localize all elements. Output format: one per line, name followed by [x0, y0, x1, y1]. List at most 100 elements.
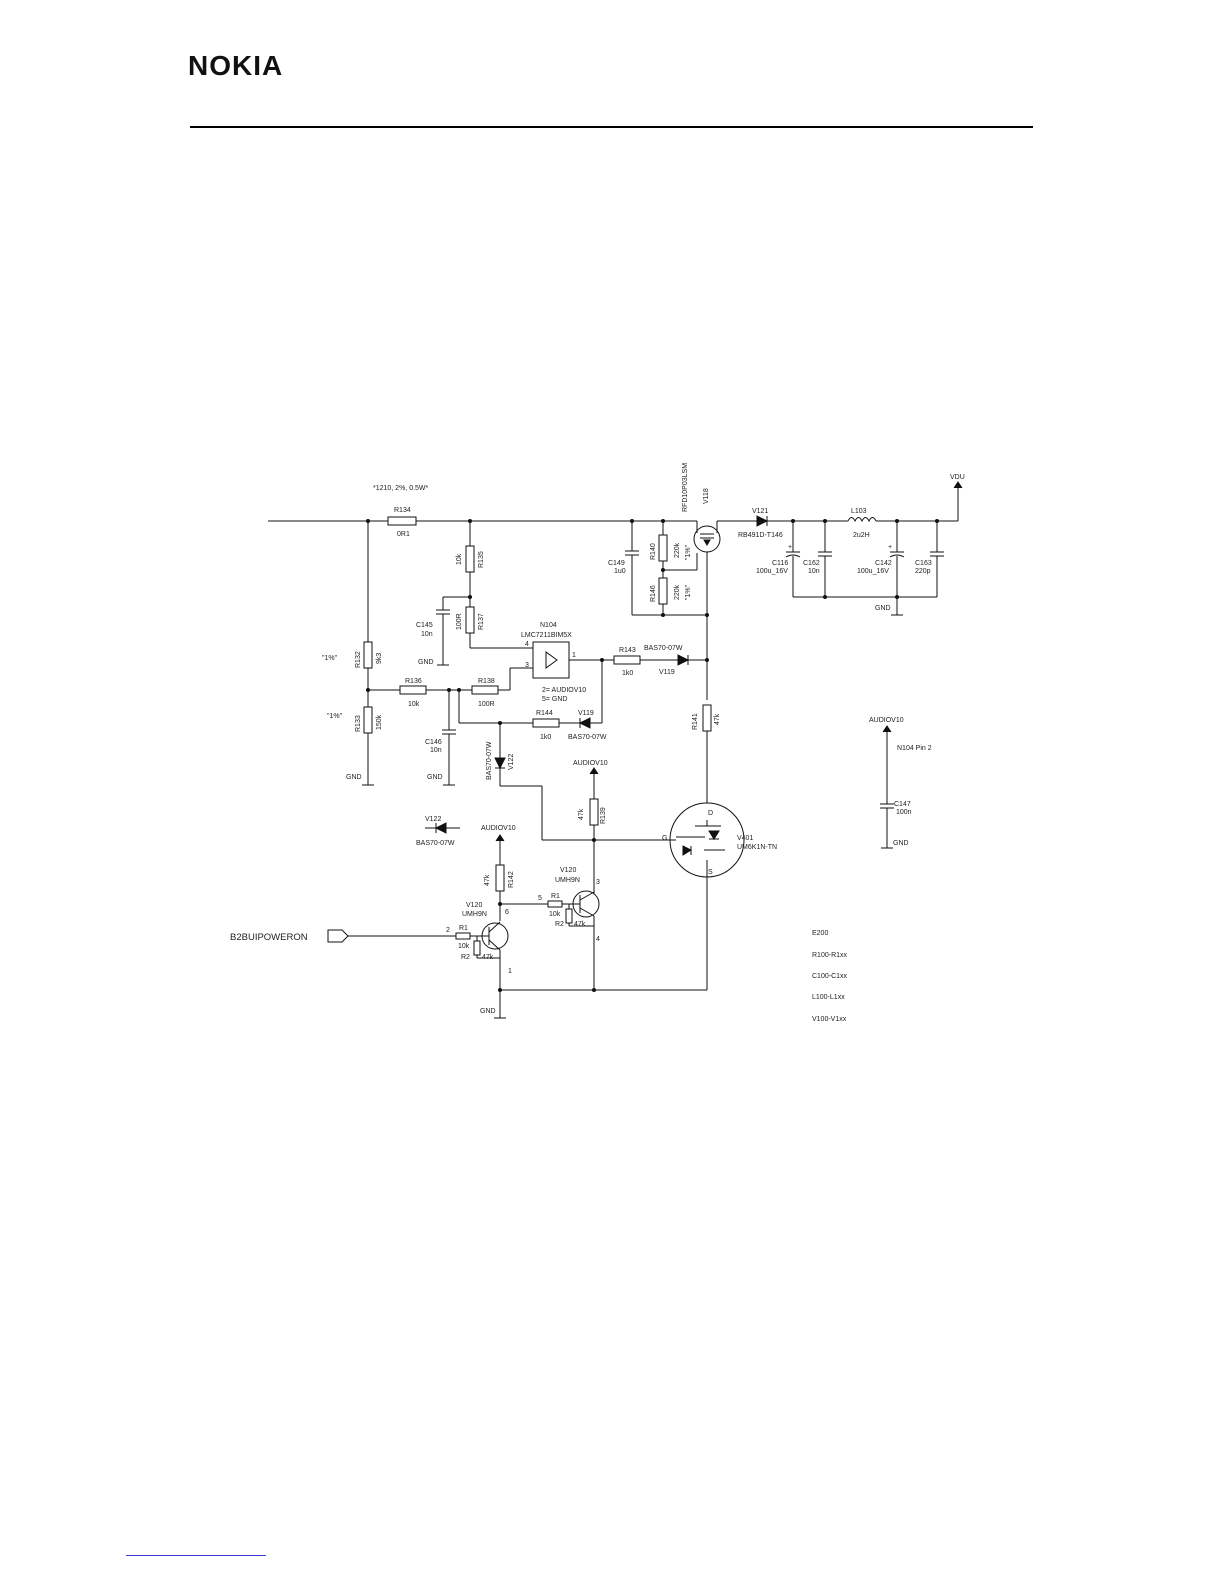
capacitor-c146 — [442, 690, 456, 786]
reference-legend: E200 R100-R1xx C100-C1xx L100-L1xx V100-… — [812, 930, 848, 1023]
legend-line-0: E200 — [812, 930, 828, 937]
v119a-value: BAS70-07W — [644, 645, 683, 652]
ground-bus — [498, 877, 708, 992]
v401-pin-s: S — [708, 869, 713, 876]
c142-ref: C142 — [875, 560, 892, 567]
r132-value: 9k3 — [376, 653, 383, 664]
v401-ref: V401 — [737, 835, 753, 842]
c142-value: 100u_16V — [857, 568, 889, 575]
v120a-ref: V120 — [466, 902, 482, 909]
c162-value: 10n — [808, 568, 820, 575]
footer-link-underline[interactable] — [126, 1555, 266, 1556]
transistor-v120b — [547, 890, 600, 990]
v121-value: RB491D-T146 — [738, 532, 783, 539]
b2buipoweron-port — [327, 929, 456, 943]
r134-ref: R134 — [394, 507, 411, 514]
legend-line-1: R100-R1xx — [812, 952, 848, 959]
r146-ref: R146 — [650, 585, 657, 602]
r141-ref: R141 — [692, 713, 699, 730]
r137-value: 100R — [456, 613, 463, 630]
r139-value: 47k — [578, 808, 585, 820]
comparator-n104 — [532, 641, 604, 679]
b2buipoweron-label: B2BUIPOWERON — [230, 932, 308, 943]
gnd-label-c146: GND — [427, 774, 443, 781]
v122b-ref: V122 — [425, 816, 441, 823]
v119b-value: BAS70-07W — [568, 734, 607, 741]
audiov10-r142-label: AUDIOV10 — [481, 825, 516, 832]
v401-pin-g: G — [662, 835, 667, 842]
mosfet-v401 — [669, 802, 745, 878]
v120b-r1: R1 — [551, 893, 560, 900]
vdu-label: VDU — [950, 474, 965, 481]
c146-value: 10n — [430, 747, 442, 754]
r133-ref: R133 — [355, 715, 362, 732]
v120a-pin1: 1 — [508, 968, 512, 975]
svg-text:+: + — [888, 544, 892, 551]
r132-ref: R132 — [355, 651, 362, 668]
c146-ref: C146 — [425, 739, 442, 746]
r138-value: 100R — [478, 701, 495, 708]
resistor-r136 — [368, 685, 470, 695]
v122-gate-path — [494, 721, 676, 842]
c149-value: 1u0 — [614, 568, 626, 575]
c147-ref: C147 — [894, 801, 911, 808]
l103-ref: L103 — [851, 508, 867, 515]
r134-value: 0R1 — [397, 531, 410, 538]
diode-v121 — [756, 515, 769, 527]
r141-value: 47k — [714, 713, 721, 725]
resistor-r134 — [387, 516, 417, 526]
r146-pct: "1%" — [685, 584, 692, 600]
v120b-r2-value: 47k — [574, 921, 586, 928]
v120b-r2: R2 — [555, 921, 564, 928]
header-rule — [190, 126, 1033, 128]
r142-value: 47k — [484, 874, 491, 886]
c145-ref: C145 — [416, 622, 433, 629]
legend-line-4: V100-V1xx — [812, 1016, 847, 1023]
gnd-label-c147: GND — [893, 840, 909, 847]
v120b-pin5: 5 — [538, 895, 542, 902]
c149-r140-r146 — [625, 521, 707, 617]
r133-pct: "1%" — [327, 713, 343, 720]
c149-ref: C149 — [608, 560, 625, 567]
v118-ref: V118 — [703, 488, 710, 504]
r142-ref: R142 — [508, 871, 515, 888]
v119a-ref: V119 — [659, 669, 675, 676]
nokia-logo: NOKIA — [188, 50, 284, 81]
c162-ref: C162 — [803, 560, 820, 567]
r136-value: 10k — [408, 701, 420, 708]
v120a-pin6: 6 — [505, 909, 509, 916]
capacitor-c147 — [880, 725, 894, 849]
r144-value: 1k0 — [540, 734, 551, 741]
r135-value: 10k — [456, 553, 463, 565]
r143-ref: R143 — [619, 647, 636, 654]
gnd-label-bottom: GND — [480, 1008, 496, 1015]
legend-line-3: L100-L1xx — [812, 994, 845, 1001]
v120a-r2-value: 47k — [482, 954, 494, 961]
v120a-r1: R1 — [459, 925, 468, 932]
mosfet-v118 — [693, 521, 721, 700]
n104-ref: N104 — [540, 622, 557, 629]
n104-value: LMC7211BIM5X — [521, 632, 572, 639]
c163-value: 220p — [915, 568, 931, 575]
feedback-r144 — [458, 660, 603, 729]
v401-pin-d: D — [708, 810, 713, 817]
r146-value: 220k — [674, 584, 681, 600]
gnd-label-c145: GND — [418, 659, 434, 666]
v120b-r1-value: 10k — [549, 911, 561, 918]
r135-r137-chain — [436, 521, 533, 666]
v119b-ref: V119 — [578, 710, 594, 717]
r140-value: 220k — [674, 542, 681, 558]
v120a-value: UMH9N — [462, 911, 487, 918]
c145-value: 10n — [421, 631, 433, 638]
n104-pin1: 1 — [572, 652, 576, 659]
diode-v122-symbol — [425, 822, 460, 834]
v120b-ref: V120 — [560, 867, 576, 874]
r138-ref: R138 — [478, 678, 495, 685]
l103-value: 2u2H — [853, 532, 870, 539]
gnd-label-r133: GND — [346, 774, 362, 781]
audiov10-c147-label: AUDIOV10 — [869, 717, 904, 724]
v120b-pin3: 3 — [596, 879, 600, 886]
v120a-r2: R2 — [461, 954, 470, 961]
resistor-r138 — [470, 667, 533, 695]
r140-pct: "1%" — [685, 544, 692, 560]
